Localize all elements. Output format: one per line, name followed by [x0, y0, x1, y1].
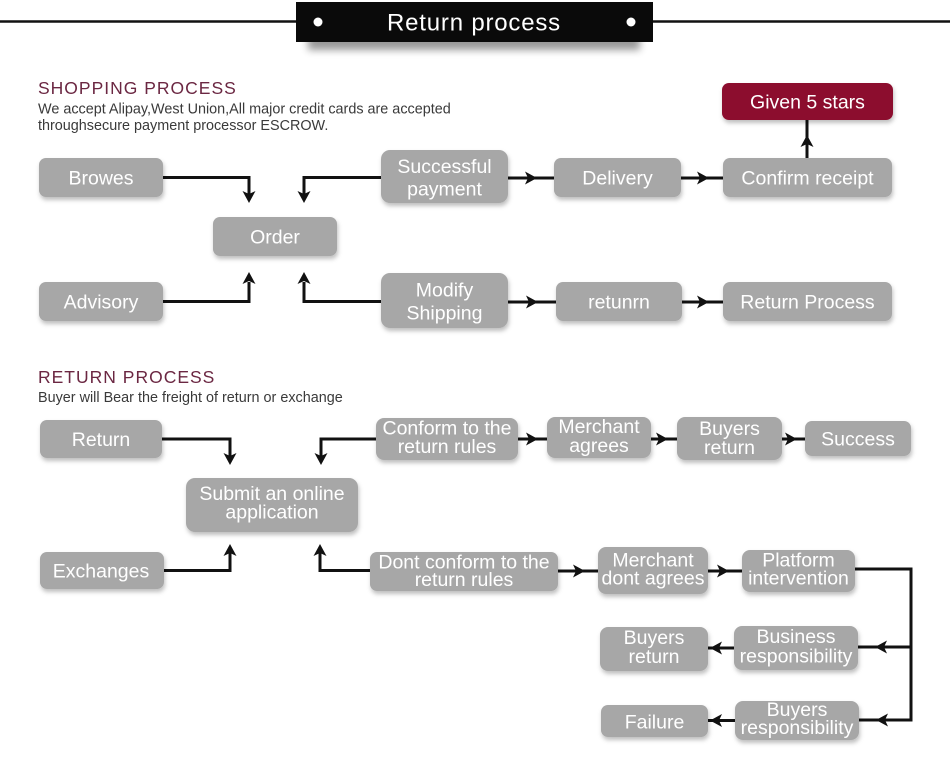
svg-text:Delivery: Delivery [582, 168, 653, 190]
svg-text:We accept Alipay,West Union,Al: We accept Alipay,West Union,All major cr… [38, 102, 451, 118]
svg-text:Buyers: Buyers [767, 699, 828, 721]
svg-text:return: return [629, 646, 680, 668]
svg-text:responsibility: responsibility [741, 717, 854, 739]
svg-text:retunrn: retunrn [588, 292, 650, 314]
svg-text:payment: payment [407, 179, 482, 201]
svg-text:application: application [225, 502, 318, 524]
svg-text:Modify: Modify [416, 280, 474, 302]
svg-text:Platform: Platform [762, 550, 835, 572]
svg-text:Buyer will Bear the freight of: Buyer will Bear the freight of return or… [38, 390, 343, 406]
svg-text:Return process: Return process [387, 10, 561, 37]
svg-text:Failure: Failure [625, 712, 685, 734]
svg-text:Browes: Browes [68, 168, 133, 190]
svg-text:Dont conform to the: Dont conform to the [378, 552, 549, 574]
svg-text:return rules: return rules [398, 436, 497, 458]
svg-text:Submit an online: Submit an online [199, 483, 344, 505]
svg-text:intervention: intervention [748, 568, 849, 590]
svg-text:return: return [704, 437, 755, 459]
svg-text:Exchanges: Exchanges [53, 561, 150, 583]
svg-text:dont agrees: dont agrees [602, 568, 705, 590]
svg-text:Merchant: Merchant [612, 550, 694, 572]
svg-text:responsibility: responsibility [740, 646, 853, 668]
svg-text:Given 5 stars: Given 5 stars [750, 92, 865, 114]
svg-text:Conform to the: Conform to the [383, 418, 512, 440]
svg-text:Successful: Successful [397, 156, 491, 178]
svg-text:Confirm receipt: Confirm receipt [741, 168, 874, 190]
svg-text:Return: Return [72, 429, 131, 451]
svg-text:Business: Business [756, 626, 835, 648]
svg-text:Merchant: Merchant [558, 416, 640, 438]
svg-text:Advisory: Advisory [64, 292, 139, 314]
svg-text:RETURN PROCESS: RETURN PROCESS [38, 367, 215, 387]
svg-text:SHOPPING PROCESS: SHOPPING PROCESS [38, 78, 237, 98]
svg-text:Buyers: Buyers [624, 627, 685, 649]
svg-text:agrees: agrees [569, 435, 629, 457]
svg-text:return rules: return rules [415, 569, 514, 591]
svg-text:Success: Success [821, 429, 895, 451]
svg-text:throughsecure payment processo: throughsecure payment processor ESCROW. [38, 118, 328, 134]
svg-text:Buyers: Buyers [699, 418, 760, 440]
svg-text:Return Process: Return Process [740, 292, 875, 314]
svg-text:Shipping: Shipping [407, 303, 483, 325]
svg-text:Order: Order [250, 227, 300, 249]
